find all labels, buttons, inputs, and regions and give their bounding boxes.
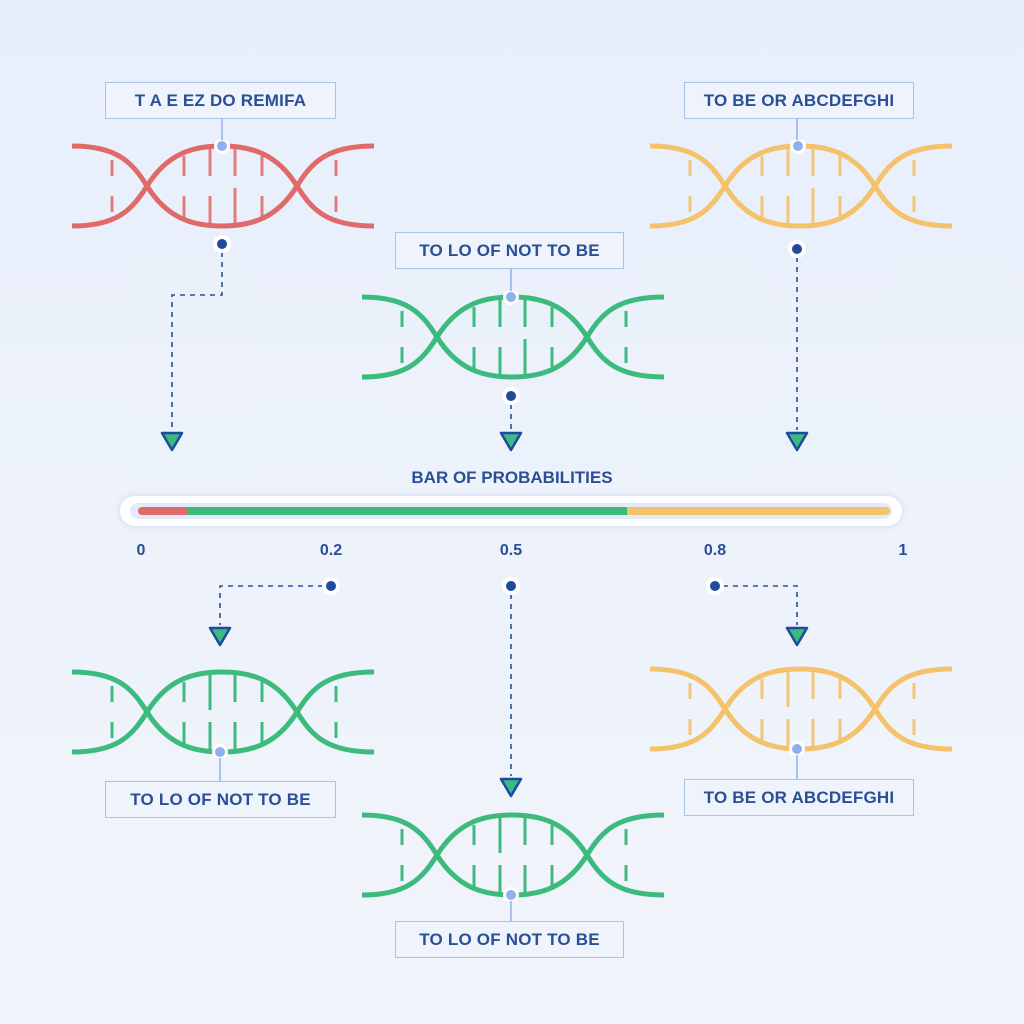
anchor-dot-icon <box>506 292 516 302</box>
strand-label-bottom-middle: TO LO OF NOT TO BE <box>395 921 624 958</box>
arrow-down-icon <box>785 431 809 452</box>
bar-segment-yellow <box>627 507 890 515</box>
dna-helix-top-right <box>650 140 952 229</box>
strand-label-top-middle: TO LO OF NOT TO BE <box>395 232 624 269</box>
dna-helix-top-left <box>72 140 374 229</box>
tick-label: 0.2 <box>319 542 343 559</box>
dot-icon <box>788 240 806 258</box>
connector-bottom-right <box>723 585 798 625</box>
dot-icon <box>502 387 520 405</box>
anchor-dot-icon <box>793 141 803 151</box>
anchor-dot-icon <box>506 890 516 900</box>
arrow-down-icon <box>208 626 232 647</box>
bar-segment-green <box>188 507 627 515</box>
dna-helix-top-middle <box>362 291 664 380</box>
tick-label: 0.5 <box>499 542 523 559</box>
dna-helix-bottom-middle <box>362 812 664 901</box>
dot-icon <box>322 577 340 595</box>
dot-icon <box>213 235 231 253</box>
bar-segment-red <box>138 507 188 515</box>
strand-label-bottom-left: TO LO OF NOT TO BE <box>105 781 336 818</box>
dot-icon <box>706 577 724 595</box>
arrow-down-icon <box>499 431 523 452</box>
arrow-down-icon <box>499 777 523 798</box>
tick-label: 0.8 <box>703 542 727 559</box>
dna-helix-bottom-right <box>650 666 952 755</box>
strand-label-bottom-right: TO BE OR ABCDEFGHI <box>684 779 914 816</box>
anchor-dot-icon <box>792 744 802 754</box>
arrow-down-icon <box>785 626 809 647</box>
bar-title: BAR OF PROBABILITIES <box>411 468 613 487</box>
tick-label: 1 <box>898 542 908 559</box>
dna-helix-bottom-left <box>72 669 374 758</box>
dot-icon <box>502 577 520 595</box>
connector-top-left <box>171 252 223 430</box>
probability-bar <box>120 496 902 526</box>
anchor-dot-icon <box>217 141 227 151</box>
strand-label-top-left: T A E EZ DO REMIFA <box>105 82 336 119</box>
arrow-down-icon <box>160 431 184 452</box>
connector-bottom-left <box>219 585 323 625</box>
strand-label-top-right: TO BE OR ABCDEFGHI <box>684 82 914 119</box>
anchor-dot-icon <box>215 747 225 757</box>
tick-label: 0 <box>136 542 146 559</box>
